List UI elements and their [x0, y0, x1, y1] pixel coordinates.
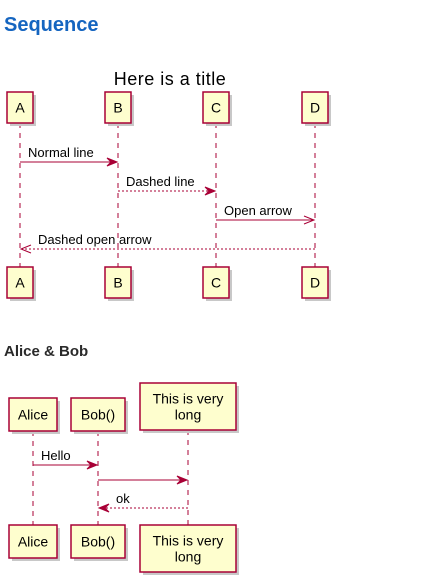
message-open-arrow: Open arrow: [216, 203, 316, 225]
participant-label-line: B: [113, 275, 122, 291]
participant-label-line: Bob(): [81, 407, 115, 423]
message-label: Open arrow: [224, 203, 293, 218]
message-dashed-line: Dashed line: [118, 174, 217, 196]
participant-b-top: B: [104, 91, 134, 126]
participant-box: [104, 266, 132, 299]
arrowhead-filled: [86, 460, 99, 470]
section-heading-alice-bob: Alice & Bob: [4, 343, 89, 360]
participant-label: D: [310, 100, 320, 116]
arrowhead-filled: [204, 186, 217, 196]
participant-label-line: C: [211, 100, 221, 116]
participant-label-line: Alice: [18, 534, 49, 550]
arrowhead-open: [19, 244, 32, 254]
participant-label-line: Alice: [18, 407, 49, 423]
participant-box: [70, 524, 126, 559]
participant-label-line: C: [211, 275, 221, 291]
participant-label: B: [113, 100, 122, 116]
participant-box: [139, 524, 237, 573]
arrowhead-filled: [106, 157, 119, 167]
participant-box: [301, 91, 329, 124]
participant-alice-top: Alice: [8, 397, 60, 434]
participant-label-line: B: [113, 100, 122, 116]
arrowhead-filled: [97, 503, 110, 513]
participant-box: [6, 266, 34, 299]
participant-label-line: A: [15, 275, 25, 291]
participant-d-bottom: D: [301, 266, 331, 301]
participant-box: [202, 266, 230, 299]
participant-label: C: [211, 100, 221, 116]
message-label: Dashed line: [126, 174, 195, 189]
participant-label-line: This is very: [153, 533, 224, 549]
participant-label-line: D: [310, 275, 320, 291]
participant-c-top: C: [202, 91, 232, 126]
participant-label: A: [15, 100, 25, 116]
participant-label-line: A: [15, 100, 25, 116]
message-label: Hello: [41, 448, 71, 463]
message-label: Dashed open arrow: [38, 232, 152, 247]
participant-bob-top: Bob(): [70, 397, 128, 434]
message-arrow-1: [98, 475, 189, 485]
participant-b-bottom: B: [104, 266, 134, 301]
participant-box: [104, 91, 132, 124]
participant-d-top: D: [301, 91, 331, 126]
section-heading-sequence: Sequence: [4, 14, 99, 36]
participant-label-line: long: [175, 549, 201, 565]
participant-label: A: [15, 275, 25, 291]
participant-box: [8, 524, 58, 559]
arrowhead-open: [303, 215, 316, 225]
participant-box: [139, 382, 237, 431]
participant-box: [8, 397, 58, 432]
message-label: Normal line: [28, 145, 94, 160]
participant-label: B: [113, 275, 122, 291]
message-hello: Hello: [33, 448, 99, 470]
participant-box: [6, 91, 34, 124]
participant-label: C: [211, 275, 221, 291]
participant-bob-bottom: Bob(): [70, 524, 128, 561]
participant-label-line: long: [175, 407, 201, 423]
participant-label: D: [310, 275, 320, 291]
participant-label: Alice: [18, 407, 49, 423]
participant-label-line: Bob(): [81, 534, 115, 550]
participant-box: [301, 266, 329, 299]
participant-box: [70, 397, 126, 432]
message-ok: ok: [97, 491, 188, 513]
message-dashed-open-arrow: Dashed open arrow: [19, 232, 315, 254]
participant-alice-bottom: Alice: [8, 524, 60, 561]
participant-a-bottom: A: [6, 266, 36, 301]
participant-a-top: A: [6, 91, 36, 126]
participant-label: Alice: [18, 534, 49, 550]
participant-c-bottom: C: [202, 266, 232, 301]
message-normal-line: Normal line: [20, 145, 119, 167]
participant-box: [202, 91, 230, 124]
arrowhead-filled: [176, 475, 189, 485]
participant-label-line: D: [310, 100, 320, 116]
participant-label: Bob(): [81, 534, 115, 550]
participant-label-line: This is very: [153, 391, 224, 407]
diagram-title: Here is a title: [114, 69, 227, 89]
message-label: ok: [116, 491, 130, 506]
participant-label: Bob(): [81, 407, 115, 423]
